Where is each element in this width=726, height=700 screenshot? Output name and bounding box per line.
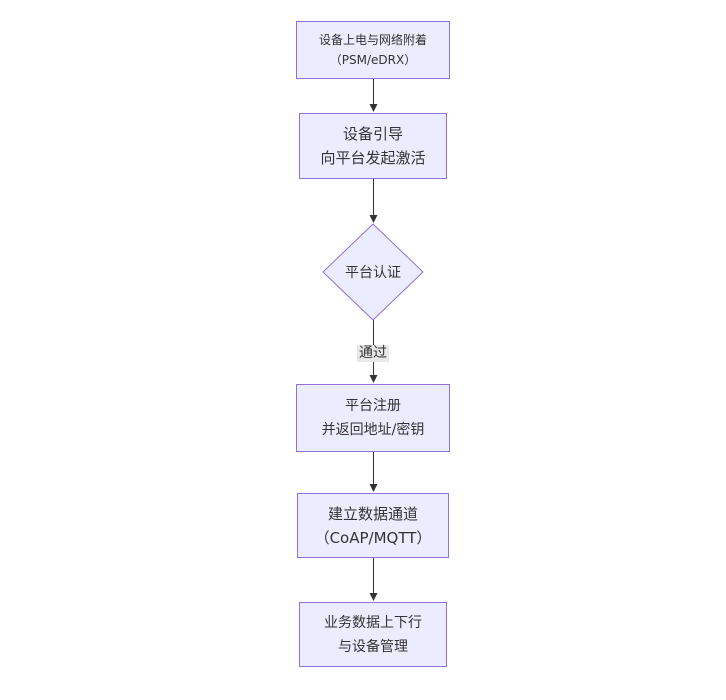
node-text-line: （PSM/eDRX） bbox=[329, 53, 417, 67]
flowchart-node-business-data: 业务数据上下行 与设备管理 bbox=[299, 602, 447, 667]
node-text-line: 建立数据通道 bbox=[327, 504, 418, 523]
flowchart-node-register: 平台注册 并返回地址/密钥 bbox=[296, 384, 450, 452]
decision-label: 平台认证 bbox=[345, 265, 401, 281]
node-text-line: 向平台发起激活 bbox=[320, 149, 426, 167]
flowchart-node-data-channel: 建立数据通道 （CoAP/MQTT） bbox=[297, 493, 449, 558]
node-text-line: 业务数据上下行 bbox=[324, 614, 422, 631]
flowchart-node-power-on: 设备上电与网络附着 （PSM/eDRX） bbox=[296, 21, 450, 79]
node-text-line: （CoAP/MQTT） bbox=[314, 528, 432, 547]
node-text-line: 平台注册 bbox=[345, 398, 401, 414]
node-text-line: 设备引导 bbox=[342, 125, 403, 143]
flowchart-decision-auth: 平台认证 bbox=[322, 223, 424, 321]
flowchart-node-bootstrap: 设备引导 向平台发起激活 bbox=[299, 113, 447, 179]
node-text-line: 设备上电与网络附着 bbox=[318, 33, 427, 47]
diamond-shape bbox=[322, 223, 424, 321]
node-text-line: 并返回地址/密钥 bbox=[321, 422, 425, 438]
edge-label-pass: 通过 bbox=[357, 345, 389, 362]
node-text-line: 与设备管理 bbox=[338, 638, 408, 655]
